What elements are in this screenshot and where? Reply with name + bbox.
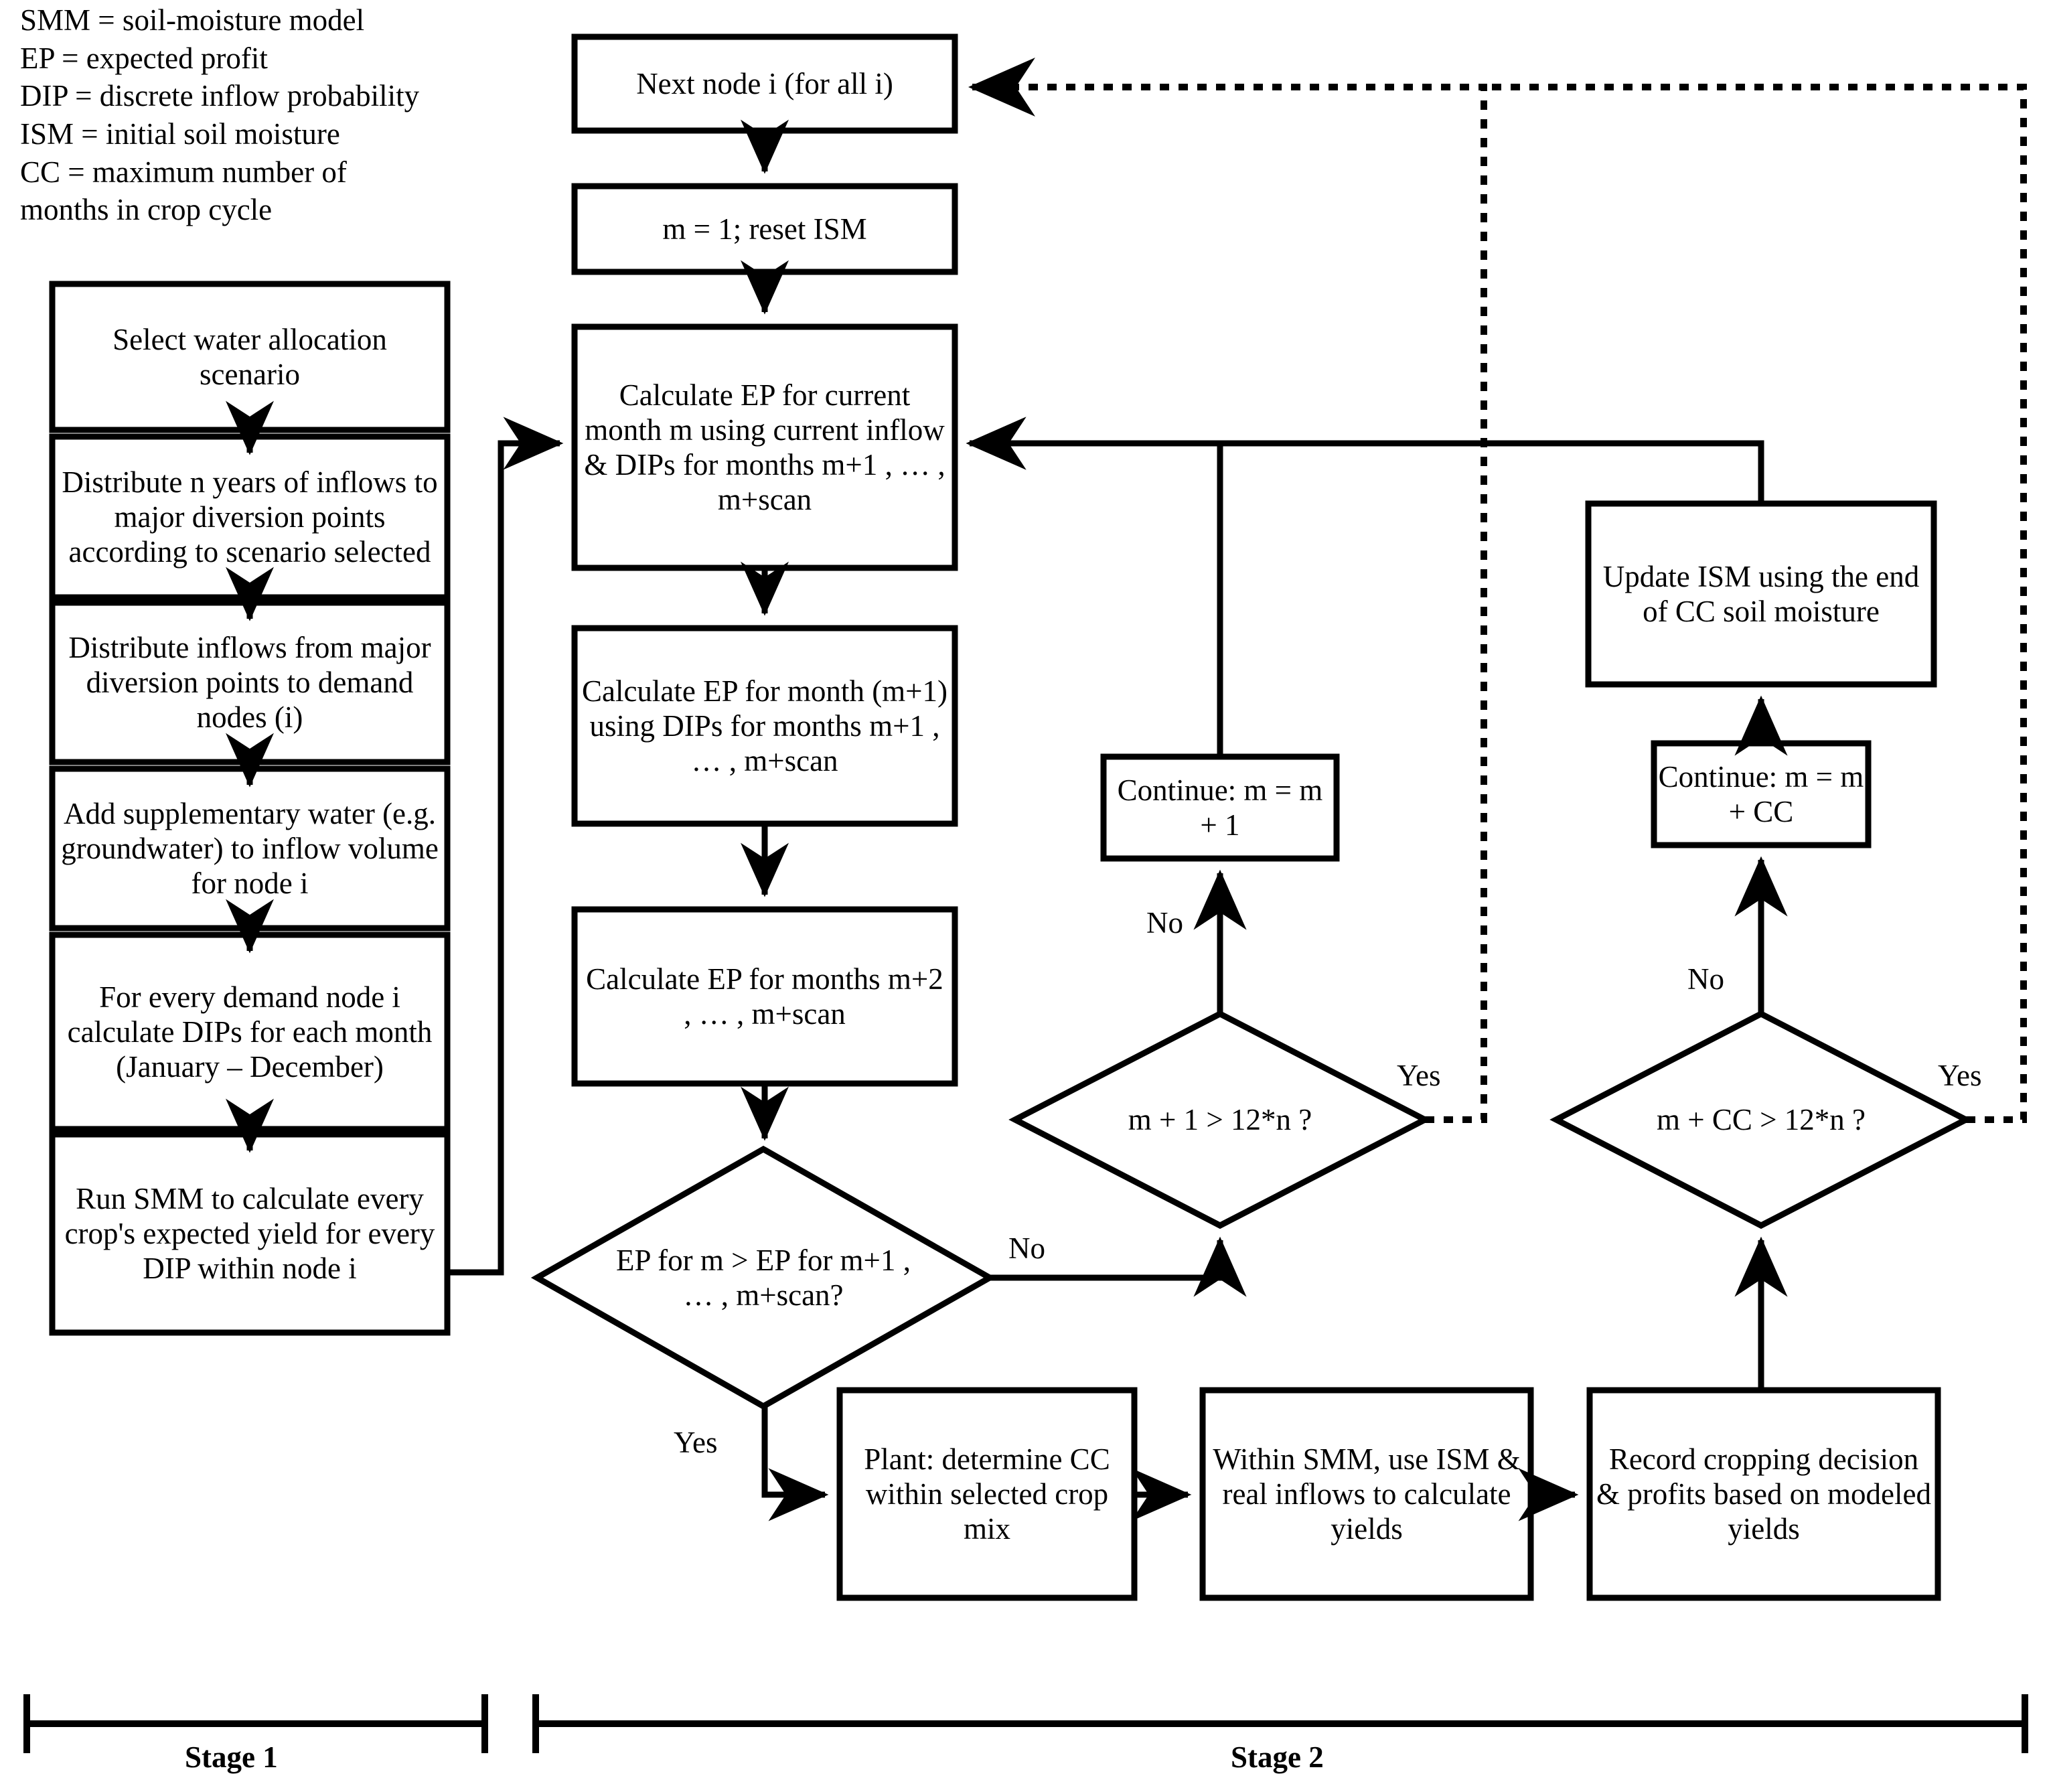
edge-label-m1-no: No: [1146, 906, 1183, 940]
node-box-distribute-inflows: [49, 599, 451, 765]
edge-label-ep-no: No: [1008, 1231, 1045, 1265]
node-box-distribute-years: [49, 433, 451, 601]
node-box-next-node: [571, 33, 958, 134]
node-box-calc-ep-m1: [571, 625, 958, 827]
edge-label-mcc-no: No: [1687, 962, 1724, 996]
node-box-continue-mcc: [1651, 740, 1872, 848]
node-box-select-scenario: [49, 281, 451, 433]
edge-label-mcc-yes: Yes: [1938, 1059, 1982, 1092]
decision-diamond-ep: [530, 1145, 996, 1410]
stage2-bracket: [532, 1694, 2028, 1753]
legend-line-5: CC = maximum number of: [20, 155, 347, 189]
connector-m1-yes-feedback: [968, 58, 1487, 1123]
stage-1-label: Stage 1: [185, 1740, 278, 1774]
node-box-plant: [836, 1387, 1138, 1601]
node-box-init-m: [571, 183, 958, 275]
decision-diamond-m1: [1008, 1010, 1432, 1229]
node-box-update-ism: [1585, 500, 1937, 688]
connector-ep-yes-to-plant: [761, 1406, 829, 1521]
node-box-calc-ep-m2: [571, 906, 958, 1087]
decision-diamond-mcc: [1549, 1010, 1973, 1229]
connector-continue-m1-to-calcepm: [966, 417, 1223, 757]
node-box-run-smm: [49, 1131, 451, 1336]
connector-ep-no-to-decision-m1: [990, 1236, 1247, 1297]
stage1-bracket: [23, 1694, 488, 1753]
legend-line-1: SMM = soil-moisture model: [20, 3, 365, 37]
connector-runsmm-to-calcep: [447, 417, 564, 1276]
node-box-record: [1586, 1387, 1941, 1601]
node-box-calc-dips: [49, 931, 451, 1132]
legend-line-4: ISM = initial soil moisture: [20, 117, 340, 151]
stage-2-label: Stage 2: [1231, 1740, 1324, 1774]
connector-updateism-to-calcepm: [966, 417, 1764, 504]
legend-line-3: DIP = discrete inflow probability: [20, 79, 420, 113]
node-box-continue-m1: [1100, 753, 1340, 862]
node-box-calc-ep-m: [571, 323, 958, 571]
legend-line-6: months in crop cycle: [20, 193, 273, 227]
edge-label-ep-yes: Yes: [674, 1426, 718, 1459]
node-box-add-supplementary: [49, 765, 451, 931]
legend-block: SMM = soil-moisture model EP = expected …: [20, 1, 556, 229]
legend-line-2: EP = expected profit: [20, 41, 268, 75]
edge-label-m1-yes: Yes: [1397, 1059, 1441, 1092]
node-box-within-smm: [1199, 1387, 1534, 1601]
